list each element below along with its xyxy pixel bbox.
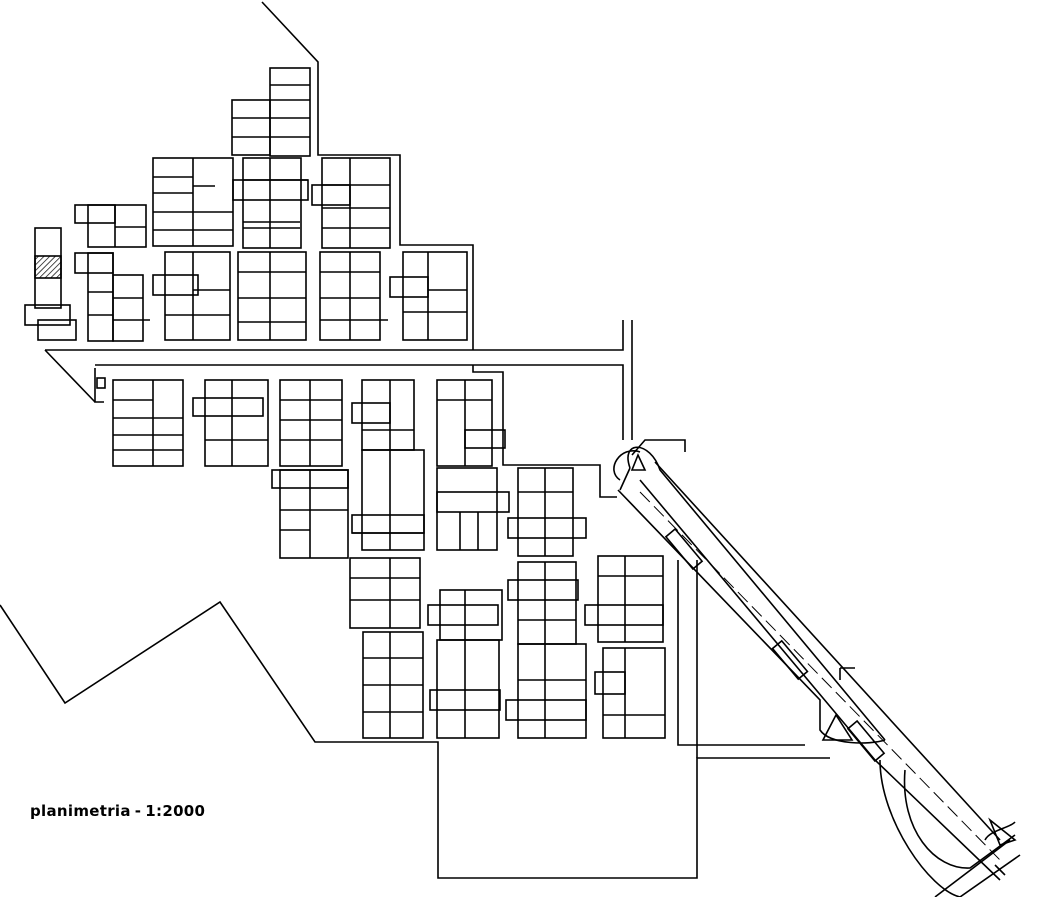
plan-caption-scale: 1:2000 [145,802,206,820]
highway [613,439,1021,897]
plan-caption-separator: - [134,802,142,820]
housing-blocks-middle [74,251,468,342]
site-boundary [0,1,830,879]
plan-caption-label: planimetria [30,802,131,820]
plan-caption: planimetria-1:2000 [30,802,205,820]
street-network [44,320,633,498]
housing-blocks-south [112,379,666,739]
housing-blocks-north [24,67,391,341]
